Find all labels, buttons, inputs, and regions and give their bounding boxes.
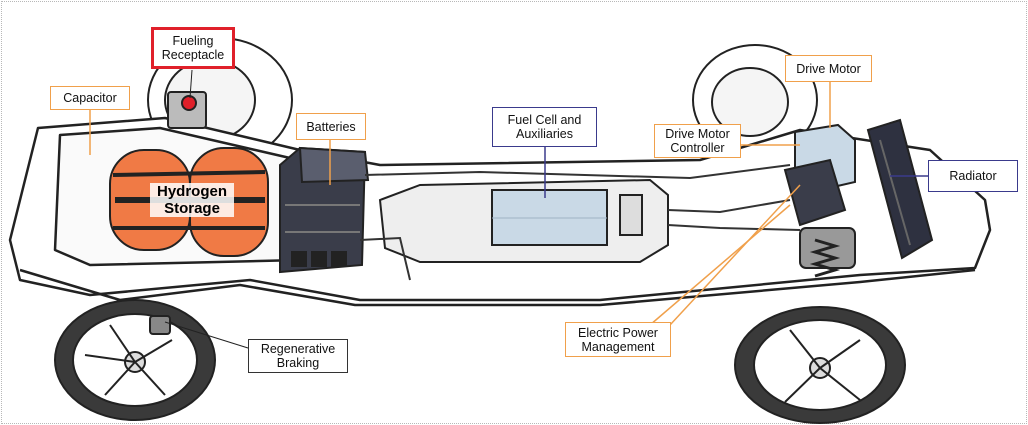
label-electric-power-management: Electric Power Management	[565, 322, 671, 357]
label-fuel-cell-text: Fuel Cell and Auxiliaries	[507, 113, 582, 141]
rear-right-wheel	[54, 299, 216, 421]
fuel-cell-unit	[378, 178, 669, 263]
suspension-spring	[809, 238, 841, 278]
label-hydrogen-storage-text: Hydrogen Storage	[156, 183, 227, 217]
label-capacitor-text: Capacitor	[63, 91, 117, 105]
label-fueling-receptacle: Fueling Receptacle	[151, 27, 235, 69]
leader-lines-blue	[544, 145, 928, 198]
label-batteries-text: Batteries	[306, 119, 356, 134]
label-drive-motor-controller-text: Drive Motor Controller	[665, 127, 730, 155]
label-capacitor: Capacitor	[50, 86, 130, 110]
label-drive-motor: Drive Motor	[785, 55, 872, 82]
label-radiator-text: Radiator	[949, 169, 997, 183]
label-radiator: Radiator	[928, 160, 1018, 192]
label-regenerative-braking-text: Regenerative Braking	[260, 342, 336, 370]
fueling-receptacle-part	[167, 91, 207, 129]
label-drive-motor-text: Drive Motor	[796, 61, 861, 76]
label-batteries: Batteries	[296, 113, 366, 140]
leader-lines-dark	[164, 69, 249, 349]
label-drive-motor-controller: Drive Motor Controller	[654, 124, 741, 158]
brake-caliper	[149, 315, 171, 335]
label-fueling-receptacle-text: Fueling Receptacle	[161, 34, 225, 62]
battery-pack	[279, 146, 370, 274]
label-electric-power-management-text: Electric Power Management	[578, 325, 658, 354]
label-fuel-cell: Fuel Cell and Auxiliaries	[492, 107, 597, 147]
radiator-part	[866, 118, 934, 260]
label-regenerative-braking: Regenerative Braking	[248, 339, 348, 373]
label-hydrogen-storage: Hydrogen Storage	[150, 183, 234, 217]
front-left-wheel	[734, 306, 906, 424]
wiring-harness	[359, 164, 801, 281]
leader-lines	[89, 82, 831, 326]
